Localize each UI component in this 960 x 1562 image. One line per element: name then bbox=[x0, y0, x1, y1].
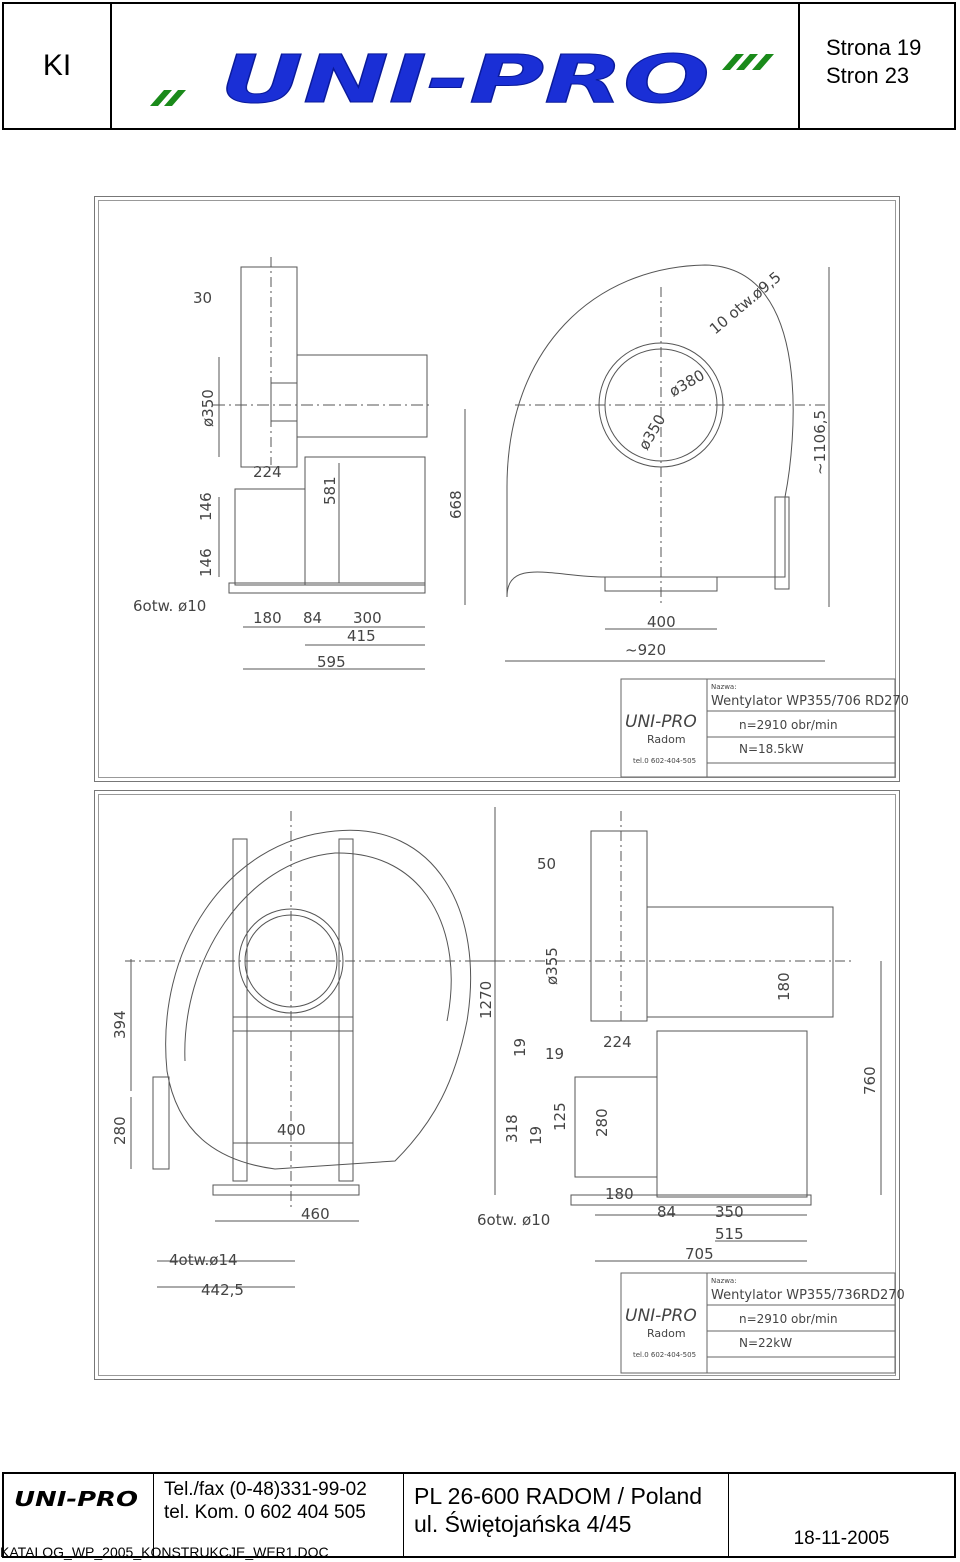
dim-180: 180 bbox=[775, 972, 793, 1001]
dim-442-5: 442,5 bbox=[201, 1281, 244, 1299]
dim-515: 515 bbox=[715, 1225, 744, 1243]
tb1-title: Wentylator WP355/706 RD270 bbox=[711, 694, 909, 709]
dim-1270: 1270 bbox=[477, 981, 495, 1019]
technical-drawing-2: 394 280 1270 400 460 4otw.ø14 442,5 50 ø… bbox=[111, 807, 905, 1374]
logo-quote-left bbox=[150, 90, 186, 106]
logo-text: UNI-PRO bbox=[220, 41, 710, 118]
dim-1106: ~1106,5 bbox=[811, 410, 829, 475]
footer-filename: KATALOG_WP_2005_KONSTRUKCJE_WER1.DOC bbox=[0, 1544, 329, 1560]
dim-400: 400 bbox=[647, 613, 676, 631]
dim-50: 50 bbox=[537, 855, 556, 873]
footer-address-line1: PL 26-600 RADOM / Poland bbox=[414, 1483, 703, 1509]
tb1-power: N=18.5kW bbox=[739, 742, 804, 756]
dim-415: 415 bbox=[347, 627, 376, 645]
dim-holes: 6otw. ø10 bbox=[133, 597, 206, 615]
page-footer: UNI-PRO Tel./fax (0-48)331-99-02 tel. Ko… bbox=[2, 1472, 956, 1558]
title-block-2: Nazwa: Wentylator WP355/736RD270 UNI-PRO… bbox=[620, 1272, 905, 1374]
dim-19a: 19 bbox=[511, 1038, 529, 1057]
dim-84: 84 bbox=[657, 1203, 676, 1221]
dim-84: 84 bbox=[303, 609, 322, 627]
tb2-power: N=22kW bbox=[739, 1336, 792, 1350]
dim-355: ø355 bbox=[543, 947, 561, 985]
drawing-sheet-1: 30 ø350 224 146 146 581 668 6otw. ø10 18… bbox=[94, 196, 909, 782]
dim-180b: 180 bbox=[605, 1185, 634, 1203]
doc-code: KI bbox=[4, 4, 112, 128]
footer-tel-mobile: tel. Kom. 0 602 404 505 bbox=[164, 1502, 366, 1523]
page-number: Strona 19 bbox=[826, 35, 922, 60]
tb1-phone: tel.0 602-404-505 bbox=[633, 757, 696, 765]
footer-address: PL 26-600 RADOM / Poland ul. Świętojańsk… bbox=[404, 1474, 729, 1556]
dim-30: 30 bbox=[193, 289, 212, 307]
technical-drawing-1: 30 ø350 224 146 146 581 668 6otw. ø10 18… bbox=[133, 257, 909, 778]
dim-19c: 19 bbox=[527, 1126, 545, 1145]
tb1-name-label: Nazwa: bbox=[711, 683, 737, 691]
dim-920: ~920 bbox=[625, 641, 666, 659]
dim-280: 280 bbox=[111, 1116, 129, 1145]
page-counter: Strona 19 Stron 23 bbox=[800, 4, 954, 128]
header-logo: UNI-PRO bbox=[112, 4, 800, 128]
dim-668: 668 bbox=[447, 490, 465, 519]
dim-19b: 19 bbox=[545, 1045, 564, 1063]
dim-460: 460 bbox=[301, 1205, 330, 1223]
tb2-title: Wentylator WP355/736RD270 bbox=[711, 1288, 905, 1303]
dim-350b: ø350 bbox=[635, 411, 669, 453]
dim-180: 180 bbox=[253, 609, 282, 627]
dim-400: 400 bbox=[277, 1121, 306, 1139]
dim-595: 595 bbox=[317, 653, 346, 671]
dim-flange-holes: 10 otw.ø9,5 bbox=[706, 268, 785, 338]
logo-quote-right bbox=[722, 54, 774, 70]
dim-318: 318 bbox=[503, 1114, 521, 1143]
dim-350: ø350 bbox=[199, 389, 217, 427]
tb1-speed: n=2910 obr/min bbox=[739, 718, 838, 732]
tb2-speed: n=2910 obr/min bbox=[739, 1312, 838, 1326]
dim-394: 394 bbox=[111, 1010, 129, 1039]
footer-contact: Tel./fax (0-48)331-99-02 tel. Kom. 0 602… bbox=[154, 1474, 404, 1556]
dim-146b: 146 bbox=[197, 548, 215, 577]
footer-date: 18-11-2005 bbox=[793, 1528, 890, 1549]
page-header: KI UNI-PRO Strona 19 Stron 23 bbox=[2, 2, 956, 130]
tb2-name-label: Nazwa: bbox=[711, 1277, 737, 1285]
tb2-city: Radom bbox=[647, 1327, 686, 1340]
tb1-company: UNI-PRO bbox=[625, 712, 697, 732]
dim-224: 224 bbox=[253, 463, 282, 481]
dim-760: 760 bbox=[861, 1066, 879, 1095]
title-block-1: Nazwa: Wentylator WP355/706 RD270 UNI-PR… bbox=[620, 678, 909, 778]
dim-581: 581 bbox=[321, 476, 339, 505]
footer-tel-fax: Tel./fax (0-48)331-99-02 bbox=[164, 1479, 367, 1500]
dim-300: 300 bbox=[353, 609, 382, 627]
tb1-city: Radom bbox=[647, 733, 686, 746]
dim-350: 350 bbox=[715, 1203, 744, 1221]
tb2-company: UNI-PRO bbox=[625, 1306, 697, 1326]
footer-address-line2: ul. Świętojańska 4/45 bbox=[414, 1511, 632, 1537]
drawing-sheet-2: 394 280 1270 400 460 4otw.ø14 442,5 50 ø… bbox=[94, 790, 905, 1380]
dim-705: 705 bbox=[685, 1245, 714, 1263]
page-total: Stron 23 bbox=[826, 63, 910, 88]
footer-logo: UNI-PRO bbox=[4, 1474, 154, 1556]
dim-146a: 146 bbox=[197, 492, 215, 521]
tb2-phone: tel.0 602-404-505 bbox=[633, 1351, 696, 1359]
dim-holes6: 6otw. ø10 bbox=[477, 1211, 550, 1229]
dim-380: ø380 bbox=[666, 366, 708, 400]
footer-logo-text: UNI-PRO bbox=[14, 1487, 138, 1511]
dim-125: 125 bbox=[551, 1102, 569, 1131]
dim-224: 224 bbox=[603, 1033, 632, 1051]
dim-holes4: 4otw.ø14 bbox=[169, 1251, 238, 1269]
dim-280b: 280 bbox=[593, 1108, 611, 1137]
